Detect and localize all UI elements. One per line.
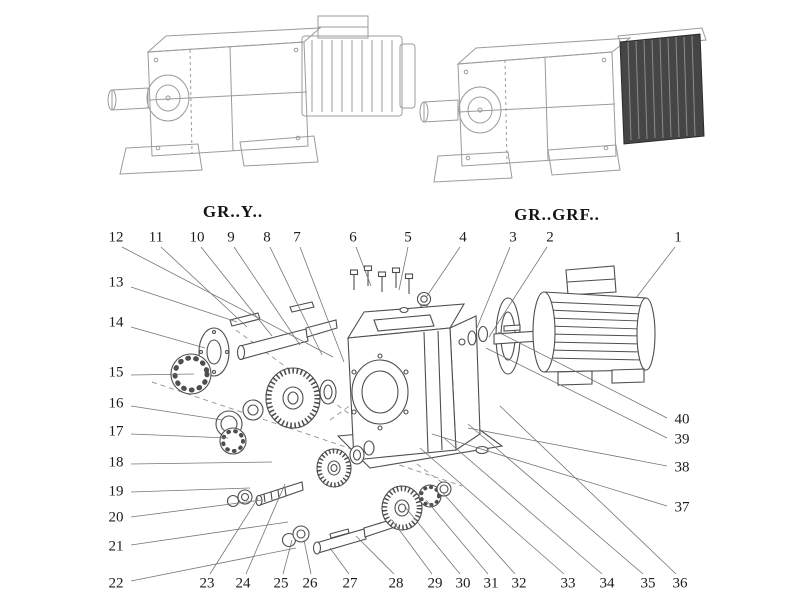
leader-line-38 [467,427,668,467]
leader-line-26 [303,539,312,575]
flange-adapter [458,297,541,375]
leader-line-4 [426,246,461,297]
mounting-foot [119,143,203,175]
leader-line-37 [431,433,668,507]
leader-line-13 [130,286,238,323]
inspection-cover [373,314,435,332]
output-shaft-assembly [281,481,452,555]
motor-flange [532,291,556,373]
gear-unit-top [146,27,322,53]
second-stage-pinion [226,440,375,508]
leader-line-27 [329,547,350,575]
leader-line-25 [282,539,293,575]
leader-line-29 [391,519,433,575]
output-shaft-stub [111,87,149,111]
output-boss [146,74,190,122]
fan-cowl [636,297,656,371]
gear-housing [336,303,504,469]
leader-line-8 [269,246,323,356]
leader-line-14 [130,326,206,349]
mounting-foot [433,151,513,183]
leader-line-16 [130,405,223,421]
fan-cowl [399,43,416,109]
leader-line-10 [200,246,273,337]
model-title-gr-y: GR..Y.. [202,202,264,221]
leader-line-32 [441,491,516,575]
exploded-view [151,265,656,555]
leader-line-5 [398,246,409,291]
leader-line-35 [467,423,644,575]
leader-line-30 [405,507,461,575]
leader-line-28 [355,535,395,575]
leader-line-19 [130,487,251,493]
leader-line-2 [488,246,548,338]
shaft-key [289,301,315,313]
model-title-gr-grf: GR..GRF.. [514,205,600,224]
leader-line-6 [355,246,372,287]
leader-line-31 [425,499,489,575]
leader-line-24 [245,483,286,575]
leader-line-34 [443,437,603,575]
leader-line-39 [485,347,668,439]
assembled-view-gr-grf [419,27,707,183]
first-stage-gear-cluster [215,367,337,455]
output-boss [458,86,502,134]
motor-foot [557,370,593,386]
leader-line-12 [121,246,334,358]
leader-line-40 [497,331,668,419]
mounting-foot [547,144,621,176]
leader-line-22 [130,547,297,582]
leader-line-33 [419,447,565,575]
leader-lines [121,246,677,582]
leader-line-36 [499,405,677,575]
gear-unit-top [456,37,632,65]
leader-line-1 [635,246,676,299]
leader-line-15 [130,373,195,376]
assembled-view-gr-y [107,15,416,175]
leader-line-17 [130,433,229,439]
motor-body [301,35,403,117]
shaft-key [503,324,521,332]
leader-line-23 [209,497,259,575]
electric-motor [532,265,656,386]
shaft-key [329,528,350,539]
retaining-ring [363,440,375,456]
motor-foot [611,368,645,384]
leader-line-20 [130,499,263,518]
leader-line-18 [130,461,273,465]
mounting-foot [239,135,319,167]
leader-line-11 [160,246,248,328]
leader-line-3 [475,246,511,331]
leader-line-21 [130,521,289,546]
retaining-ring [226,494,240,508]
leader-line-7 [299,246,345,363]
input-shaft [239,328,309,360]
output-shaft-stub [423,99,459,123]
leader-line-9 [233,246,301,346]
